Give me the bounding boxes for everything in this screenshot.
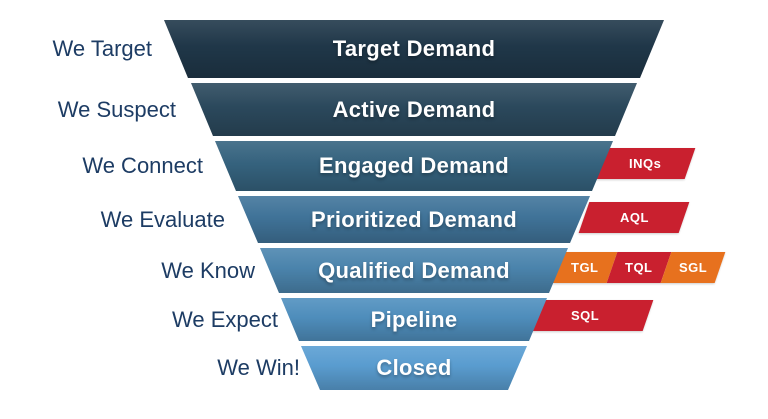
stage-title-qualified-demand: Qualified Demand [318, 257, 510, 283]
row-label-we-target: We Target [52, 36, 152, 61]
tag-tql-label: TQL [625, 260, 653, 275]
funnel-stage-engaged-demand: Engaged Demand [215, 141, 613, 191]
stage-title-closed: Closed [376, 355, 452, 380]
row-label-we-suspect: We Suspect [57, 97, 176, 122]
stage-title-active-demand: Active Demand [332, 96, 496, 122]
funnel-stage-prioritized-demand: Prioritized Demand [238, 196, 590, 243]
tag-sgl: SGL [660, 252, 726, 283]
tag-aql: AQL [578, 202, 690, 233]
funnel-stage-closed: Closed [301, 346, 527, 390]
tag-inqs-label: INQs [628, 156, 662, 171]
tag-strip-qualified: TGL TQL SGL [552, 252, 726, 283]
funnel-stage-active-demand: Active Demand [191, 83, 637, 136]
row-label-we-expect: We Expect [172, 307, 278, 332]
stage-title-target-demand: Target Demand [332, 36, 496, 61]
tag-tgl-label: TGL [571, 260, 599, 275]
stage-title-prioritized-demand: Prioritized Demand [311, 206, 517, 232]
stage-title-pipeline: Pipeline [370, 306, 458, 332]
row-label-we-connect: We Connect [82, 153, 203, 178]
funnel-stage-pipeline: Pipeline [281, 298, 547, 341]
row-label-we-win: We Win! [217, 355, 300, 380]
row-label-we-know: We Know [161, 258, 255, 283]
tag-inqs: INQs [594, 148, 696, 179]
row-label-we-evaluate: We Evaluate [100, 207, 225, 232]
tag-sql-label: SQL [571, 308, 600, 323]
funnel-stage-target-demand: Target Demand [164, 20, 664, 78]
stage-title-engaged-demand: Engaged Demand [318, 153, 509, 178]
tag-aql-label: AQL [619, 210, 649, 225]
funnel-stage-qualified-demand: Qualified Demand [260, 248, 568, 293]
tag-sgl-label: SGL [678, 260, 708, 275]
